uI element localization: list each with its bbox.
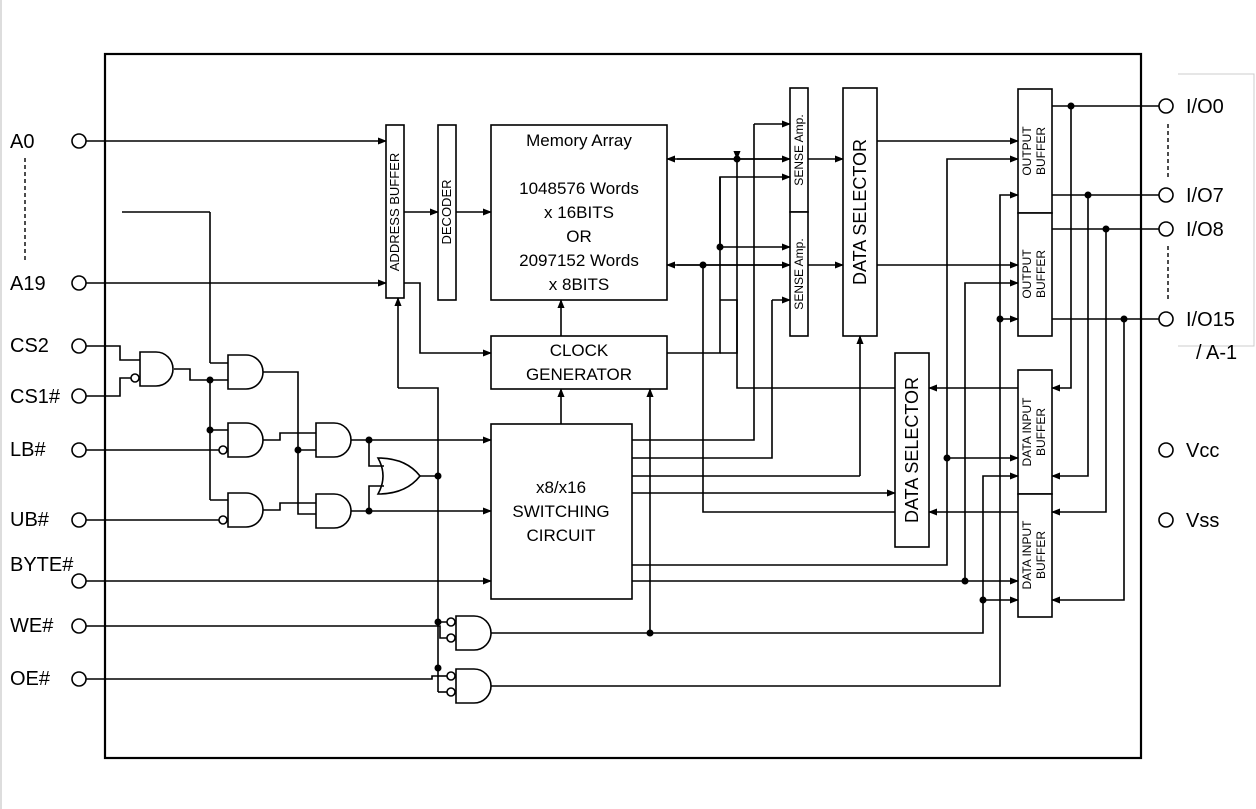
pin-lb[interactable]: LB# <box>10 439 87 461</box>
clock-generator-line1: CLOCK <box>550 341 609 360</box>
pin-io0[interactable]: I/O0 <box>1158 96 1224 118</box>
switching-circuit-line1: x8/x16 <box>536 478 586 497</box>
pin-label-io7: I/O7 <box>1186 185 1224 207</box>
switching-circuit-line2: SWITCHING <box>512 502 609 521</box>
pin-circle-cs2 <box>71 338 87 354</box>
and-gate-lb-enable <box>315 422 352 458</box>
pin-circle-lb <box>71 442 87 458</box>
memory-array-line1: 1048576 Words <box>519 179 639 198</box>
switching-circuit-block: x8/x16 SWITCHING CIRCUIT <box>490 423 633 600</box>
pin-circle-io0 <box>1158 98 1174 114</box>
pin-circle-io8 <box>1158 221 1174 237</box>
pin-cs2[interactable]: CS2 <box>10 335 87 357</box>
and-gate-oe <box>446 668 492 704</box>
junction-dots <box>206 102 1128 672</box>
pin-label-we: WE# <box>10 615 54 637</box>
pin-circle-a0 <box>71 133 87 149</box>
address-buffer-label: ADDRESS BUFFER <box>387 153 402 271</box>
pin-byte[interactable]: BYTE# <box>10 554 87 589</box>
data-input-buffer-lower-line2: BUFFER <box>1034 531 1048 579</box>
pin-io7[interactable]: I/O7 <box>1158 185 1224 207</box>
address-buffer-block: ADDRESS BUFFER <box>385 124 405 299</box>
sense-amp-lower: SENSE Amp. <box>789 211 809 337</box>
data-selector-output-label: DATA SELECTOR <box>850 139 870 285</box>
pin-a0[interactable]: A0 <box>10 131 87 153</box>
and-gate-ub-enable <box>315 493 352 529</box>
data-input-buffer-lower: DATA INPUT BUFFER <box>1017 493 1053 618</box>
and-gate-we <box>446 615 492 651</box>
memory-array-line2: x 16BITS <box>544 203 614 222</box>
data-selector-output-block: DATA SELECTOR <box>842 87 878 337</box>
data-input-buffer-lower-line1: DATA INPUT <box>1020 520 1034 590</box>
and-gate-cs <box>130 351 174 387</box>
data-selector-input-label: DATA SELECTOR <box>902 377 922 523</box>
pin-label-cs2: CS2 <box>10 335 49 357</box>
pin-label-ub: UB# <box>10 509 50 531</box>
pin-label-byte: BYTE# <box>10 554 74 576</box>
data-selector-input-block: DATA SELECTOR <box>894 352 930 548</box>
pin-circle-vcc <box>1158 442 1174 458</box>
memory-array-block: Memory Array 1048576 Words x 16BITS OR 2… <box>490 124 668 301</box>
decoder-block: DECODER <box>437 124 457 301</box>
pin-vcc[interactable]: Vcc <box>1158 440 1219 462</box>
pin-label-lb: LB# <box>10 439 46 461</box>
pin-label-cs1: CS1# <box>10 386 61 408</box>
pin-label-io8: I/O8 <box>1186 219 1224 241</box>
output-buffer-lower: OUTPUT BUFFER <box>1017 212 1053 337</box>
output-buffer-lower-line1: OUTPUT <box>1020 249 1034 299</box>
output-buffer-upper-line2: BUFFER <box>1034 127 1048 175</box>
clock-generator-block: CLOCK GENERATOR <box>490 335 668 390</box>
clock-generator-line2: GENERATOR <box>526 365 632 384</box>
decoder-label: DECODER <box>439 179 454 244</box>
frame-line-right <box>1178 73 1255 347</box>
sense-amp-lower-label: SENSE Amp. <box>792 238 806 309</box>
data-input-buffer-upper-line2: BUFFER <box>1034 408 1048 456</box>
pin-label-vss: Vss <box>1186 510 1219 532</box>
switching-circuit-line3: CIRCUIT <box>527 526 596 545</box>
pin-circle-we <box>71 618 87 634</box>
pin-cs1[interactable]: CS1# <box>10 386 87 408</box>
and-gate-ub <box>218 492 264 528</box>
memory-array-line3: OR <box>566 227 592 246</box>
pin-vss[interactable]: Vss <box>1158 510 1219 532</box>
output-buffer-upper: OUTPUT BUFFER <box>1017 88 1053 214</box>
pin-label-io15: I/O15 <box>1186 309 1235 331</box>
output-buffer-lower-line2: BUFFER <box>1034 250 1048 298</box>
pin-label-a-minus1: / A-1 <box>1196 342 1237 364</box>
memory-array-line5: x 8BITS <box>549 275 609 294</box>
pin-circle-a19 <box>71 275 87 291</box>
memory-array-title: Memory Array <box>526 131 632 150</box>
and-gate-lb <box>218 422 264 458</box>
or-gate-byte-enable <box>376 457 422 495</box>
pin-we[interactable]: WE# <box>10 615 87 637</box>
pin-a19[interactable]: A19 <box>10 273 87 295</box>
data-input-buffer-upper-line1: DATA INPUT <box>1020 397 1034 467</box>
pin-oe[interactable]: OE# <box>10 668 87 690</box>
data-input-buffer-upper: DATA INPUT BUFFER <box>1017 369 1053 495</box>
pin-circle-ub <box>71 512 87 528</box>
pin-circle-io15 <box>1158 311 1174 327</box>
pin-circle-vss <box>1158 512 1174 528</box>
output-buffer-upper-line1: OUTPUT <box>1020 126 1034 176</box>
sense-amp-upper: SENSE Amp. <box>789 87 809 213</box>
pin-label-vcc: Vcc <box>1186 440 1219 462</box>
memory-array-line4: 2097152 Words <box>519 251 639 270</box>
pin-circle-byte <box>71 573 87 589</box>
pin-label-a19: A19 <box>10 273 46 295</box>
pin-circle-oe <box>71 671 87 687</box>
wiring <box>86 105 1159 693</box>
pin-circle-cs1 <box>71 388 87 404</box>
chip-boundary <box>103 52 1143 760</box>
pin-label-io0: I/O0 <box>1186 96 1224 118</box>
sense-amp-upper-label: SENSE Amp. <box>792 114 806 185</box>
pin-label-oe: OE# <box>10 668 51 690</box>
pin-ub[interactable]: UB# <box>10 509 87 531</box>
pin-label-a0: A0 <box>10 131 34 153</box>
and-gate-chip-enable <box>227 354 264 390</box>
pin-io8[interactable]: I/O8 <box>1158 219 1224 241</box>
pin-io15[interactable]: I/O15 <box>1158 309 1235 331</box>
pin-circle-io7 <box>1158 187 1174 203</box>
